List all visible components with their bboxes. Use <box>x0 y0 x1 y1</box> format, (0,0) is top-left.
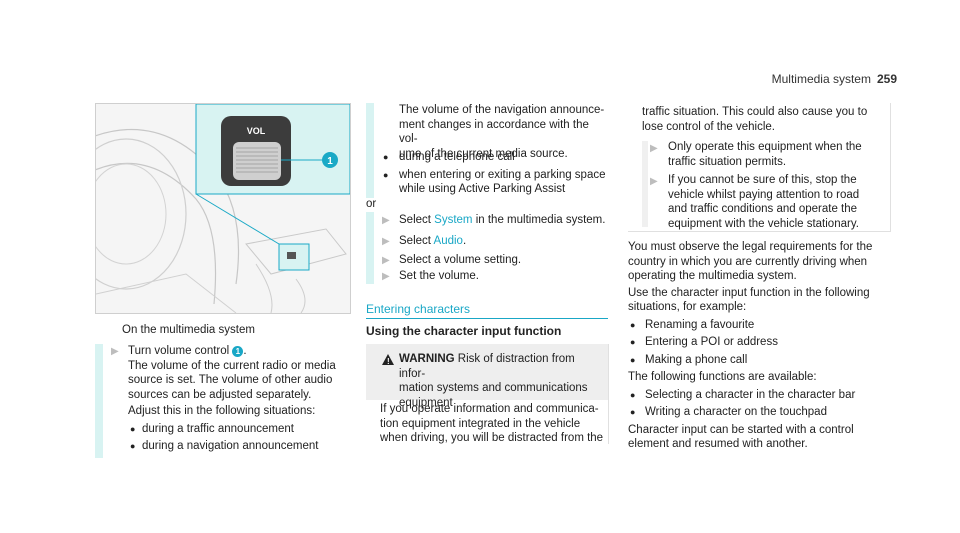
warning-body-cont: traffic situation. This could also cause… <box>642 106 868 133</box>
step-marker-bar <box>95 344 103 458</box>
step-select-volume-setting: Select a volume setting. <box>399 254 522 266</box>
section-title: Multimedia system <box>771 72 871 86</box>
step-only-operate: Only operate this equipment when the tra… <box>668 141 862 168</box>
callout-badge: 1 <box>232 346 244 357</box>
step-arrow-icon: ▶ <box>382 236 390 247</box>
bullet-icon: ● <box>630 337 636 347</box>
page-number: 259 <box>876 72 897 86</box>
heading-rule <box>366 318 608 319</box>
bullet-icon: ● <box>130 441 136 451</box>
or-label: or <box>366 198 377 210</box>
step-arrow-icon: ▶ <box>382 215 390 226</box>
step-line: source is set. The volume of other audio <box>128 374 333 386</box>
step-block-volume <box>103 344 349 458</box>
bullet-item: ●Renaming a favourite <box>630 318 755 331</box>
bullet-item: ●Making a phone call <box>630 353 748 366</box>
vol-label: VOL <box>247 126 266 136</box>
text-line: ume of the current media source. <box>399 147 568 160</box>
bullet-icon: ● <box>630 389 636 400</box>
step-arrow-icon: ▶ <box>382 271 390 282</box>
bullet-item: ●Selecting a character in the character … <box>630 388 856 401</box>
warning-icon <box>382 354 394 365</box>
callout-circle <box>322 152 338 168</box>
bullet-item: ●when entering or exiting a parking spac… <box>383 168 606 196</box>
step-stop-vehicle: If you cannot be sure of this, stop the … <box>668 174 860 230</box>
bullet-icon: ● <box>130 423 136 434</box>
text-line: The volume of the navigation announce- <box>399 104 605 116</box>
bullet-item: ●Entering a POI or address <box>630 336 778 348</box>
section-heading: Entering characters <box>366 302 471 316</box>
bullet-item: ●Writing a character on the touchpad <box>630 406 827 418</box>
step-text: Turn volume control <box>128 345 230 357</box>
bullet-icon: ● <box>383 169 389 180</box>
warning-header <box>366 344 608 400</box>
step-set-volume: Set the volume. <box>399 270 479 282</box>
warning-box: ! WARNING Risk of distraction from infor… <box>366 344 609 444</box>
step-line: Adjust this in the following situations: <box>128 405 316 417</box>
bullet-item: ●during a telephone call <box>383 151 515 163</box>
step-arrow-icon: ▶ <box>650 176 658 187</box>
step-arrow-icon: ▶ <box>382 255 390 266</box>
warning-continuation: traffic situation. This could also cause… <box>628 103 891 232</box>
bullet-icon: ● <box>630 319 636 330</box>
subheading: Using the character input function <box>366 324 562 338</box>
cockpit-drawing: VOL 1 <box>96 104 350 313</box>
step-arrow-icon: ▶ <box>650 143 658 154</box>
text-line: ment changes in accordance with the vol- <box>399 118 589 146</box>
illustration-volume-control: VOL 1 <box>95 103 351 314</box>
warning-title: WARNING Risk of distraction from infor- … <box>399 353 588 409</box>
figure-caption: On the multimedia system <box>122 324 255 336</box>
page-header: Multimedia system 259 <box>772 72 897 86</box>
bullet-icon: ● <box>630 354 636 365</box>
bullet-item: ●during a navigation announcement <box>130 440 319 452</box>
warning-label: WARNING <box>399 353 455 365</box>
step-marker-bar <box>366 103 374 198</box>
step-marker-bar <box>366 212 374 284</box>
step-line: The volume of the current radio or media <box>128 359 336 372</box>
bullet-icon: ● <box>630 407 636 417</box>
callout-number: 1 <box>327 156 333 167</box>
link-audio[interactable]: Audio <box>433 235 463 247</box>
step-turn-volume: Turn volume control 1. The volume of the… <box>128 344 348 454</box>
bullet-item: ●during a traffic announcement <box>130 422 294 435</box>
step-select-system: Select System in the multimedia system. <box>399 214 606 226</box>
step-line: sources can be adjusted separately. <box>128 388 312 401</box>
navigation-volume-note: The volume of the navigation announce- m… <box>399 103 609 161</box>
step-arrow-icon: ▶ <box>111 346 119 357</box>
bullet-icon: ● <box>383 152 389 162</box>
step-select-audio: Select Audio. <box>399 235 467 247</box>
body-text: You must observe the legal requirements … <box>628 240 898 452</box>
bullet-list: ●during a telephone call ●when entering … <box>382 150 612 197</box>
warning-body: If you operate information and communica… <box>380 403 604 444</box>
link-system[interactable]: System <box>434 214 473 226</box>
